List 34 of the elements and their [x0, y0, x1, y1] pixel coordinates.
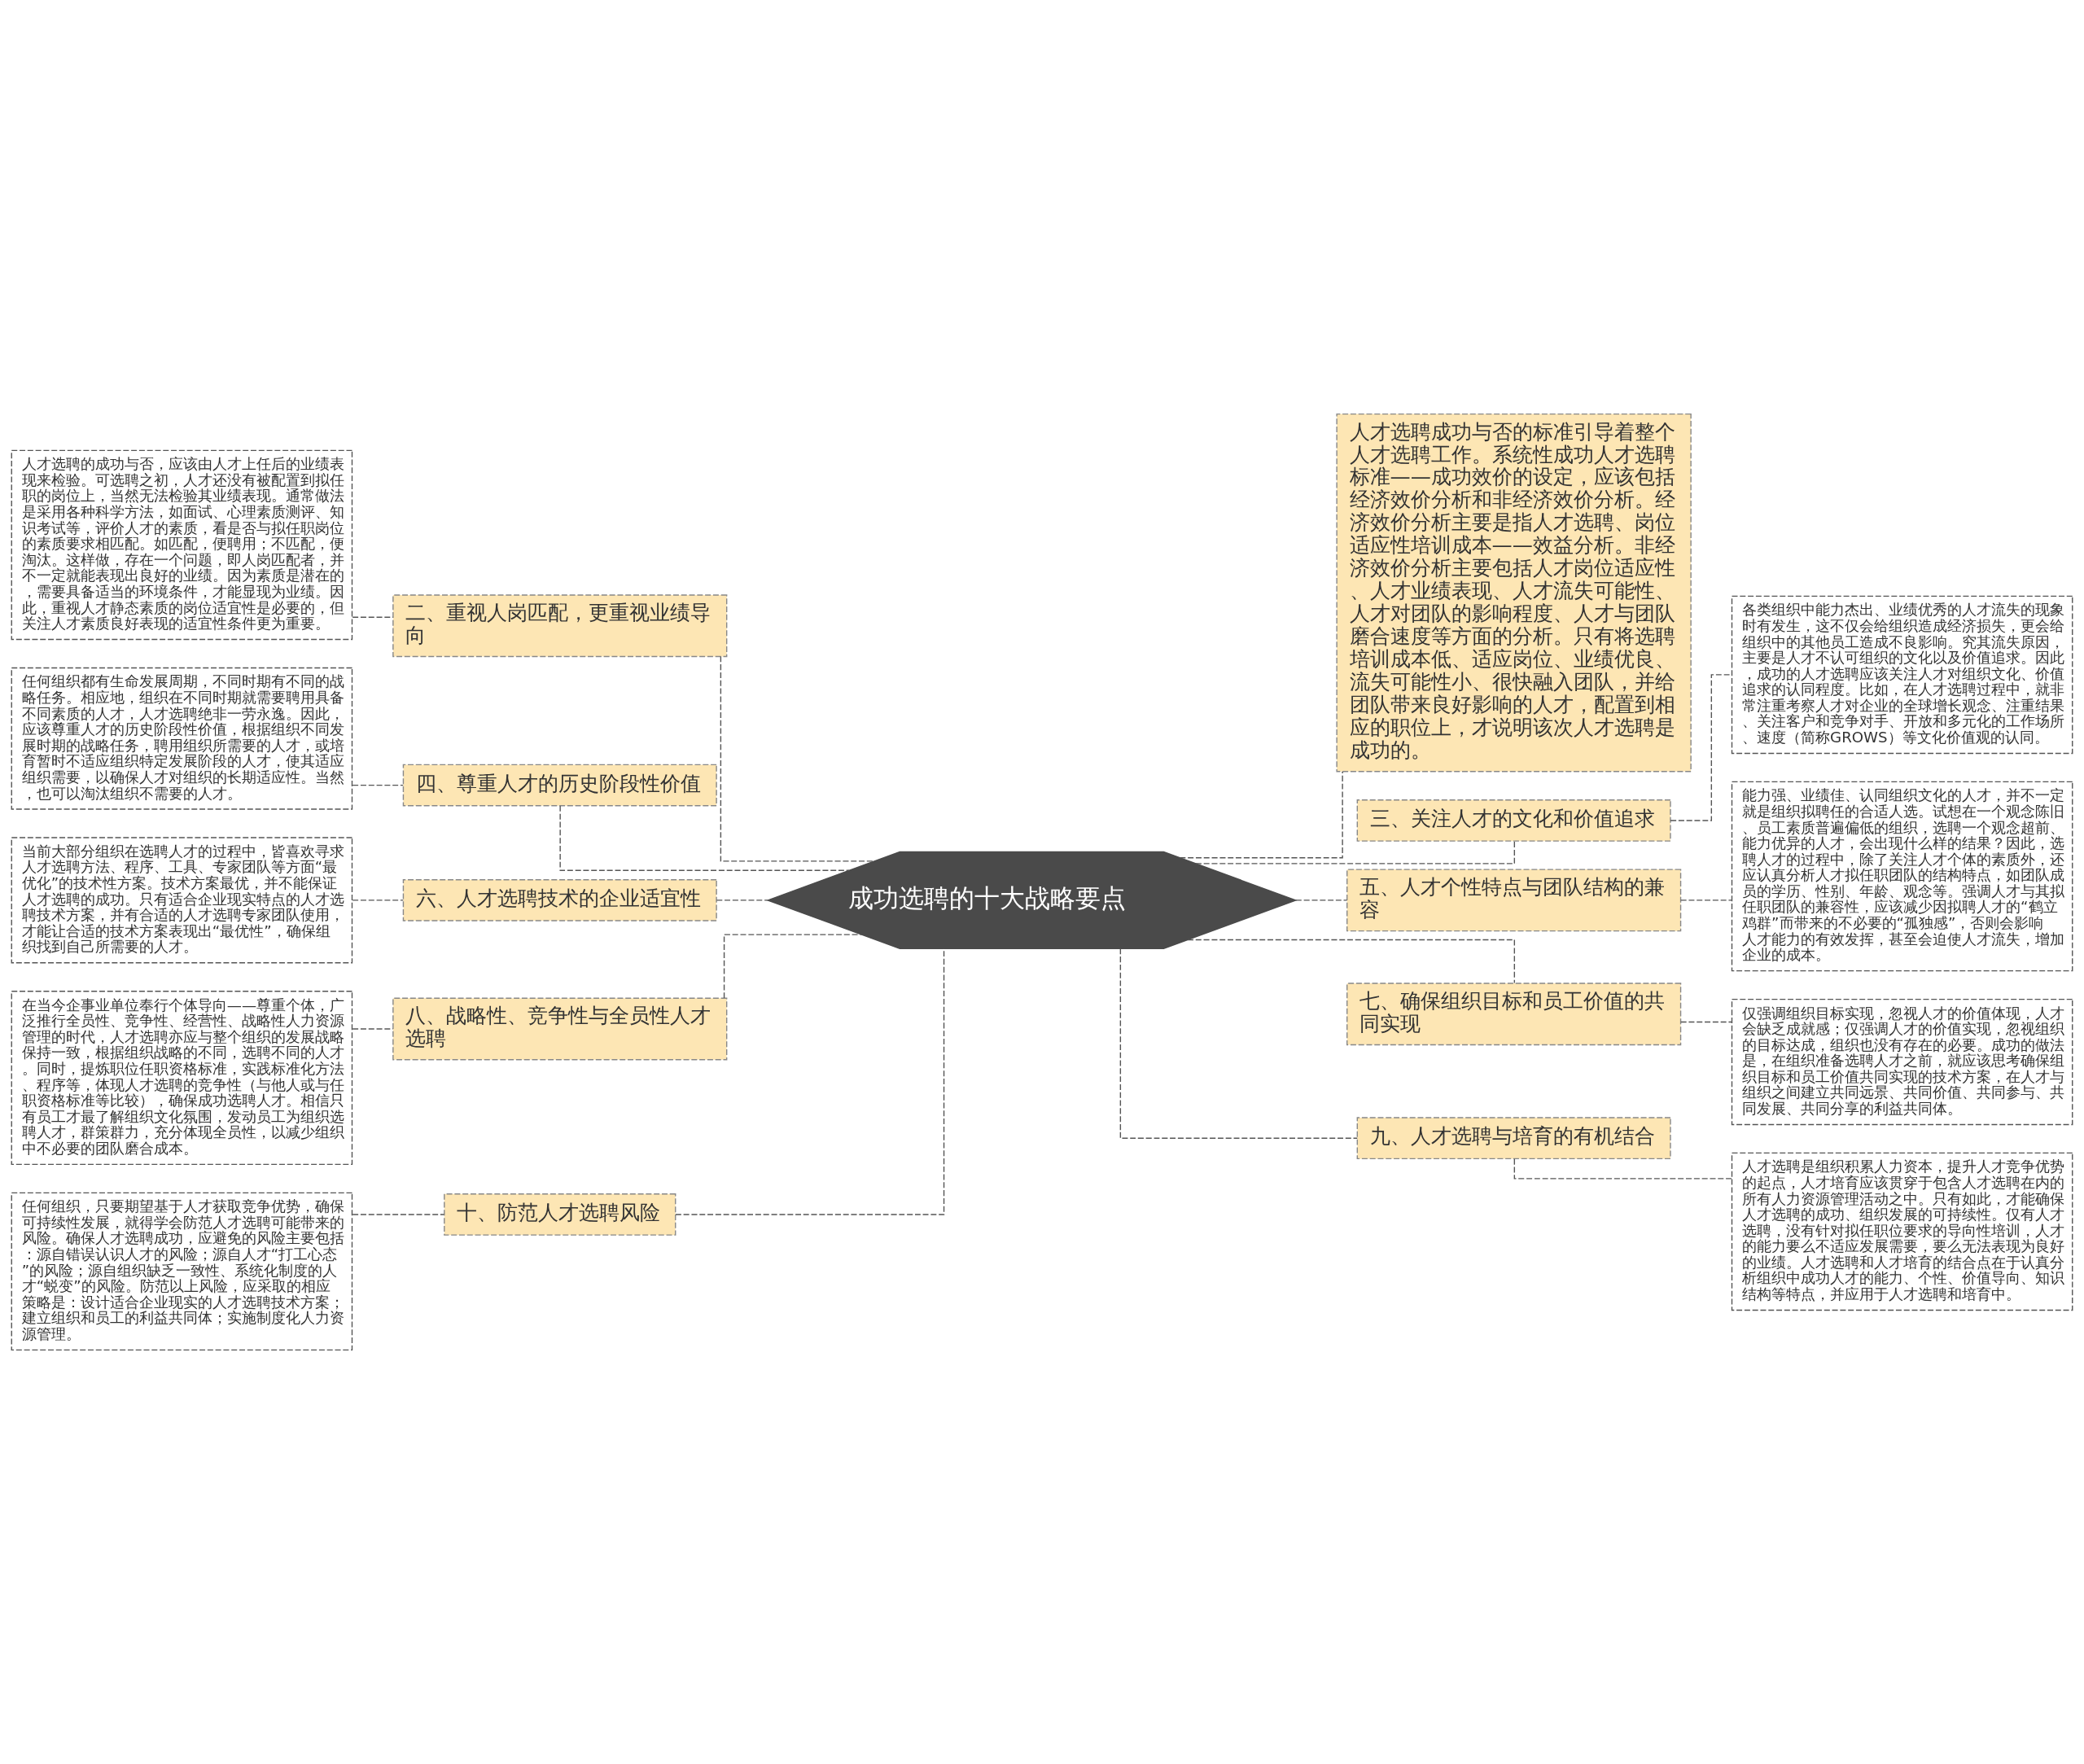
- node-box: 二、重视人岗匹配，更重视业绩导向: [392, 594, 728, 658]
- connector: [716, 900, 768, 901]
- connector: [352, 1028, 394, 1030]
- node-box: 人才选聘成功与否的标准引导着整个人才选聘工作。系统性成功人才选聘标准——成功效价的设定，应该包括经济效价分析和非经济效价分析。经济效价分析主要是指人才选聘、岗位适应性培训成本——效益分析。非经济效价分析主要包括人才岗位适应性、人才业绩表现、人才流失可能性、人才对团队的影响程度、人才与团队磨合速度等方面的分析。只有将选聘培训成本低、适应岗位、业绩优良、流失可能性小、很快融入团队，并给团队带来良好影响的人才，配置到相应的职位上，才说明该次人才选聘是成功的。: [1336, 413, 1692, 773]
- node-box: 三、关注人才的文化和价值追求: [1356, 799, 1671, 842]
- node-box: 七、确保组织目标和员工价值的共同实现: [1346, 983, 1682, 1046]
- node-box: 能力强、业绩佳、认同组织文化的人才，并不一定就是组织拟聘任的合适人选。试想在一个观念陈旧、员工素质普遍偏低的组织，选聘一个观念超前、能力优异的人才，会出现什么样的结果？因此，选聘人才的过程中，除了关注人才个体的素质外，还应认真分析人才拟任职团队的结构特点，如团队成员的学历、性别、年龄、观念等。强调人才与其拟任职团队的兼容性，应该减少因拟聘人才的“鹤立鸡群”而带来的不必要的“孤独感”，否则会影响人才能力的有效发挥，甚至会迫使人才流失，增加企业的成本。: [1731, 781, 2073, 972]
- connector: [352, 784, 404, 786]
- connector: [723, 934, 863, 999]
- node-box: 人才选聘的成功与否，应该由人才上任后的业绩表现来检验。可选聘之初，人才还没有被配置到拟任职的岗位上，当然无法检验其业绩表现。通常做法是采用各种科学方法，如面试、心理素质测评、知识考试等，评价人才的素质，看是否与拟任职岗位的素质要求相匹配。如匹配，便聘用；不匹配，便淘汰。这样做，存在一个问题，即人岗匹配者，并不一定就能表现出良好的业绩。因为素质是潜在的，需要具备适当的环境条件，才能显现为业绩。因此，重视人才静态素质的岗位适宜性是必要的，但关注人才素质良好表现的适宜性条件更为重要。: [11, 449, 353, 641]
- connector: [1119, 948, 1358, 1139]
- connector: [1680, 900, 1732, 901]
- connector: [720, 655, 875, 862]
- connector: [559, 805, 850, 871]
- node-box: 在当今企事业单位奉行个体导向——尊重个体，广泛推行全员性、竞争性、经营性、战略性人力资源管理的时代，人才选聘亦应与整个组织的发展战略保持一致，根据组织战略的不同，选聘不同的人才。同时，提炼职位任职资格标准，实践标准化方法、程序等，体现人才选聘的竞争性（与他人或与任职资格标准等比较），确保成功选聘人才。相信只有员工才最了解组织文化氛围，发动员工为组织选聘人才，群策群力，充分体现全员性，以减少组织中不必要的团队磨合成本。: [11, 991, 353, 1166]
- node-box: 任何组织都有生命发展周期，不同时期有不同的战略任务。相应地，组织在不同时期就需要聘用具备不同素质的人才，人才选聘绝非一劳永逸。因此，应该尊重人才的历史阶段性价值，根据组织不同发展时期的战略任务，聘用组织所需要的人才，或培育暂时不适应组织特定发展阶段的人才，使其适应组织需要，以确保人才对组织的长期适应性。当然，也可以淘汰组织不需要的人才。: [11, 667, 353, 810]
- connector: [352, 1214, 445, 1215]
- node-box: 人才选聘是组织积累人力资本，提升人才竞争优势的起点，人才培育应该贯穿于包含人才选聘在内的所有人力资源管理活动之中。只有如此，才能确保人才选聘的成功、组织发展的可持续性。仅有人才选聘，没有针对拟任职位要求的导向性培训，人才的能力要么不适应发展需要，要么无法表现为良好的业绩。人才选聘和人才培育的结合点在于认真分析组织中成功人才的能力、个性、价值导向、知识结构等特点，并应用于人才选聘和培育中。: [1731, 1152, 2073, 1311]
- node-box: 六、人才选聘技术的企业适宜性: [402, 879, 717, 921]
- connector: [1680, 1021, 1732, 1023]
- node-box: 仅强调组织目标实现，忽视人才的价值体现，人才会缺乏成就感；仅强调人才的价值实现，忽视组织的目标达成，组织也没有存在的必要。成功的做法是，在组织准备选聘人才之前，就应该思考确保组织目标和员工价值共同实现的技术方案，在人才与组织之间建立共同远景、共同价值、共同参与、共同发展、共同分享的利益共同体。: [1731, 998, 2073, 1126]
- node-box: 十、防范人才选聘风险: [444, 1193, 676, 1236]
- connector: [1295, 900, 1348, 901]
- connector: [1179, 771, 1343, 859]
- node-box: 当前大部分组织在选聘人才的过程中，皆喜欢寻求人才选聘方法、程序、工具、专家团队等方面“最优化”的技术性方案。技术方案最优，并不能保证人才选聘的成功。只有适合企业现实特点的人才选聘技术方案，并有合适的人才选聘专家团队使用，才能让合适的技术方案表现出“最优性”，确保组织找到自己所需要的人才。: [11, 837, 353, 964]
- connector: [1187, 939, 1516, 984]
- node-box: 四、尊重人才的历史阶段性价值: [402, 764, 717, 807]
- node-box: 九、人才选聘与培育的有机结合: [1356, 1117, 1671, 1160]
- connector: [352, 900, 404, 901]
- connector: [352, 616, 394, 618]
- node-box: 各类组织中能力杰出、业绩优秀的人才流失的现象时有发生，这不仅会给组织造成经济损失，更会给组织中的其他员工造成不良影响。究其流失原因，主要是人才不认可组织的文化以及价值追求。因此，成功的人才选聘应该关注人才对组织文化、价值追求的认同程度。比如，在人才选聘过程中，就非常注重考察人才对企业的全球增长观念、注重结果、关注客户和竞争对手、开放和多元化的工作场所、速度（简称GROWS）等文化价值观的认同。: [1731, 595, 2073, 755]
- node-box: 五、人才个性特点与团队结构的兼容: [1346, 869, 1682, 932]
- node-box: 任何组织，只要期望基于人才获取竞争优势，确保可持续性发展，就得学会防范人才选聘可能带来的风险。确保人才选聘成功，应避免的风险主要包括：源自错误认识人才的风险；源自人才“打工心态”的风险；源自组织缺乏一致性、系统化制度的人才“蜕变”的风险。防范以上风险，应采取的相应策略是：设计适合企业现实的人才选聘技术方案；建立组织和员工的利益共同体；实施制度化人力资源管理。: [11, 1192, 353, 1351]
- node-box: 八、战略性、竞争性与全员性人才选聘: [392, 997, 728, 1061]
